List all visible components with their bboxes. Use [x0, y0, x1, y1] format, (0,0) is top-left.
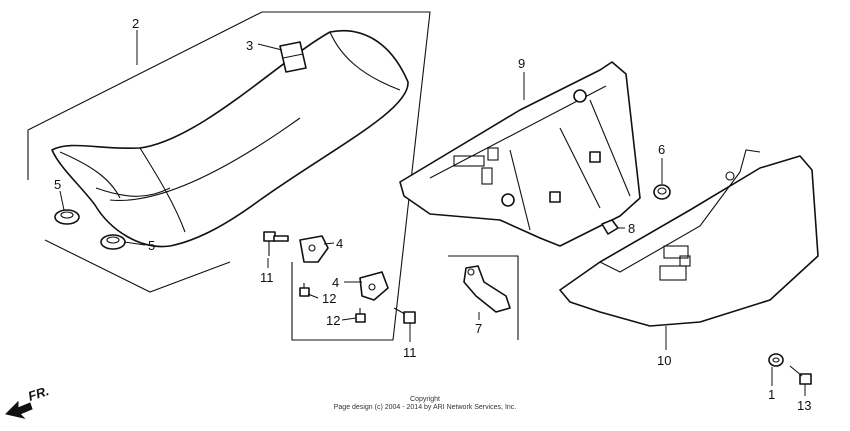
grommet-6: [653, 184, 671, 200]
front-arrow-icon: [5, 400, 33, 419]
bolt-11-cover: [393, 307, 416, 324]
callout-7: 7: [475, 321, 482, 336]
bracket-7: [463, 265, 511, 313]
callout-11-seat: 11: [260, 270, 274, 285]
side-cover-left: [399, 61, 641, 247]
seat-cushion-upper: [54, 209, 80, 225]
callout-5-lower: 5: [148, 238, 155, 253]
seat-cushion-lower: [100, 234, 126, 250]
bolt-12-lower: [355, 308, 366, 323]
callout-12-upper: 12: [322, 291, 336, 306]
callout-12-lower: 12: [326, 313, 340, 328]
washer-1: [768, 353, 784, 367]
bracket-4-lower: [359, 271, 389, 301]
callout-8: 8: [628, 221, 635, 236]
bracket-7-frame: [448, 255, 519, 340]
callouts: 2 3 5 5 4 4 11 12 12 11 7 9 6 8 10 1 13: [54, 16, 811, 413]
copyright-line-2: Page design (c) 2004 - 2014 by ARI Netwo…: [333, 404, 517, 411]
side-cover-right: [559, 149, 819, 327]
callout-1: 1: [768, 387, 775, 402]
callout-10: 10: [657, 353, 671, 368]
leader-lines: [59, 30, 806, 396]
callout-3: 3: [246, 38, 253, 53]
copyright-line-1: Copyright: [410, 396, 440, 403]
callout-4-upper: 4: [336, 236, 343, 251]
callout-13: 13: [797, 398, 811, 413]
callout-4-lower: 4: [332, 275, 339, 290]
bolt-13: [789, 365, 812, 385]
bolt-11-seat: [263, 231, 289, 256]
callout-11-cover: 11: [403, 345, 417, 360]
callout-6: 6: [658, 142, 665, 157]
callout-9: 9: [518, 56, 525, 71]
bracket-4-upper: [299, 235, 329, 263]
seat-strap: [279, 41, 307, 73]
bolt-12-upper: [299, 283, 310, 297]
callout-5-upper: 5: [54, 177, 61, 192]
callout-2: 2: [132, 16, 139, 31]
seat: [51, 29, 409, 248]
